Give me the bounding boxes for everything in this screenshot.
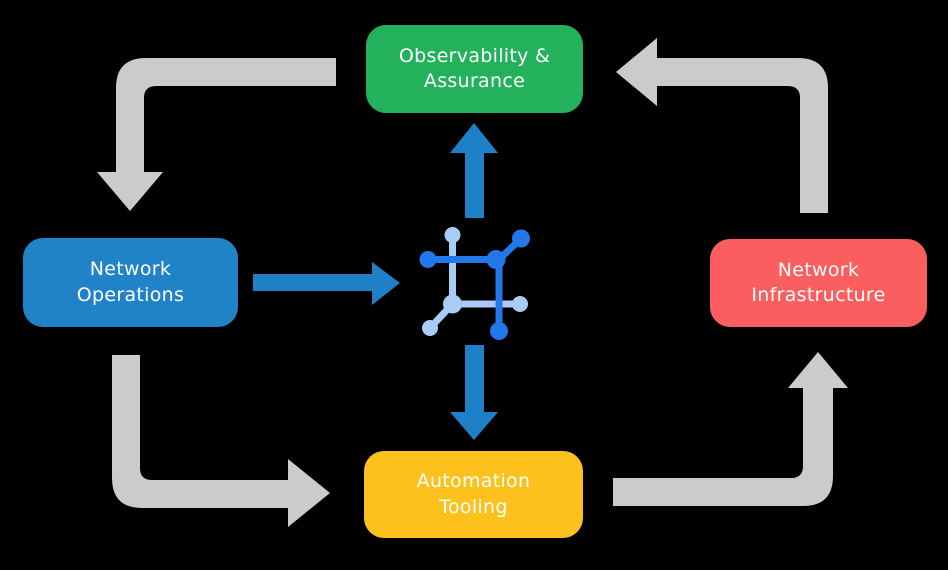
arrow-operations-to-center bbox=[253, 262, 400, 305]
node-network-operations: Network Operations bbox=[23, 238, 238, 327]
node-label-line: Network bbox=[777, 258, 860, 281]
arrow-center-to-observability bbox=[450, 123, 498, 218]
arrow-center-to-automation bbox=[450, 345, 498, 440]
node-label-line: Operations bbox=[76, 283, 185, 306]
network-mesh-icon bbox=[419, 227, 530, 340]
node-observability-assurance: Observability & Assurance bbox=[366, 25, 583, 113]
node-network-infrastructure: Network Infrastructure bbox=[710, 239, 927, 327]
network-mesh-icon-dark-strokes bbox=[419, 229, 530, 340]
node-label-line: Infrastructure bbox=[751, 284, 886, 306]
node-label-line: Automation bbox=[416, 470, 531, 493]
node-label-line: Tooling bbox=[439, 495, 508, 518]
node-label-line: Network bbox=[89, 258, 172, 281]
arrow-observability-to-operations bbox=[97, 58, 336, 211]
node-automation-tooling: Automation Tooling bbox=[364, 451, 583, 538]
arrow-automation-to-infrastructure bbox=[613, 352, 848, 506]
arrow-operations-to-automation bbox=[112, 355, 330, 527]
arrow-infrastructure-to-observability bbox=[616, 38, 828, 213]
node-label-line: Observability & bbox=[398, 44, 551, 67]
node-label-line: Assurance bbox=[423, 70, 526, 92]
